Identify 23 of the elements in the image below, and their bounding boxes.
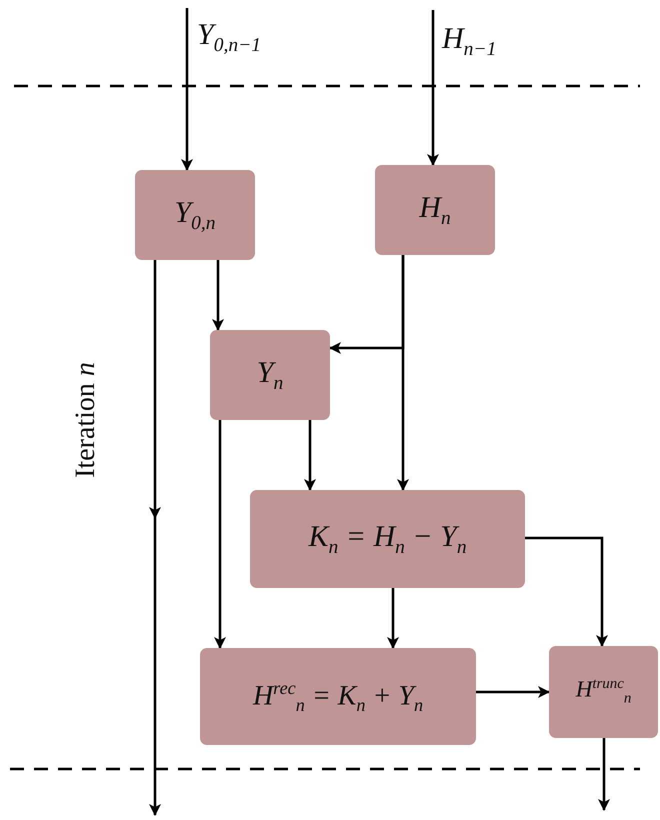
arrow bbox=[598, 738, 610, 811]
formula-text: H$^{rec}$$_{n}$ = K$_{n}$ + Y$_{n}$ bbox=[252, 678, 424, 716]
arrow bbox=[476, 686, 550, 698]
arrow bbox=[181, 8, 193, 171]
arrow bbox=[397, 255, 409, 491]
iteration-label: Iteration n bbox=[70, 362, 102, 478]
arrow bbox=[304, 420, 316, 491]
arrow bbox=[525, 536, 608, 647]
process-box bbox=[375, 165, 495, 255]
formula-text: Y$_{n}$ bbox=[256, 356, 284, 394]
arrow bbox=[387, 588, 399, 649]
process-box bbox=[200, 648, 476, 745]
formula-text: H$_{n}$ bbox=[419, 190, 451, 230]
arrow bbox=[214, 420, 226, 649]
process-box bbox=[250, 490, 525, 588]
formula-text: K$_{n}$ = H$_{n}$ − Y$_{n}$ bbox=[308, 520, 467, 558]
arrow bbox=[149, 260, 161, 816]
formula-text: Y$_{0,n}$ bbox=[174, 196, 216, 234]
process-box bbox=[135, 170, 255, 260]
arrow bbox=[427, 10, 439, 166]
arrow bbox=[212, 260, 224, 331]
process-box bbox=[210, 330, 330, 420]
process-box bbox=[549, 646, 658, 738]
